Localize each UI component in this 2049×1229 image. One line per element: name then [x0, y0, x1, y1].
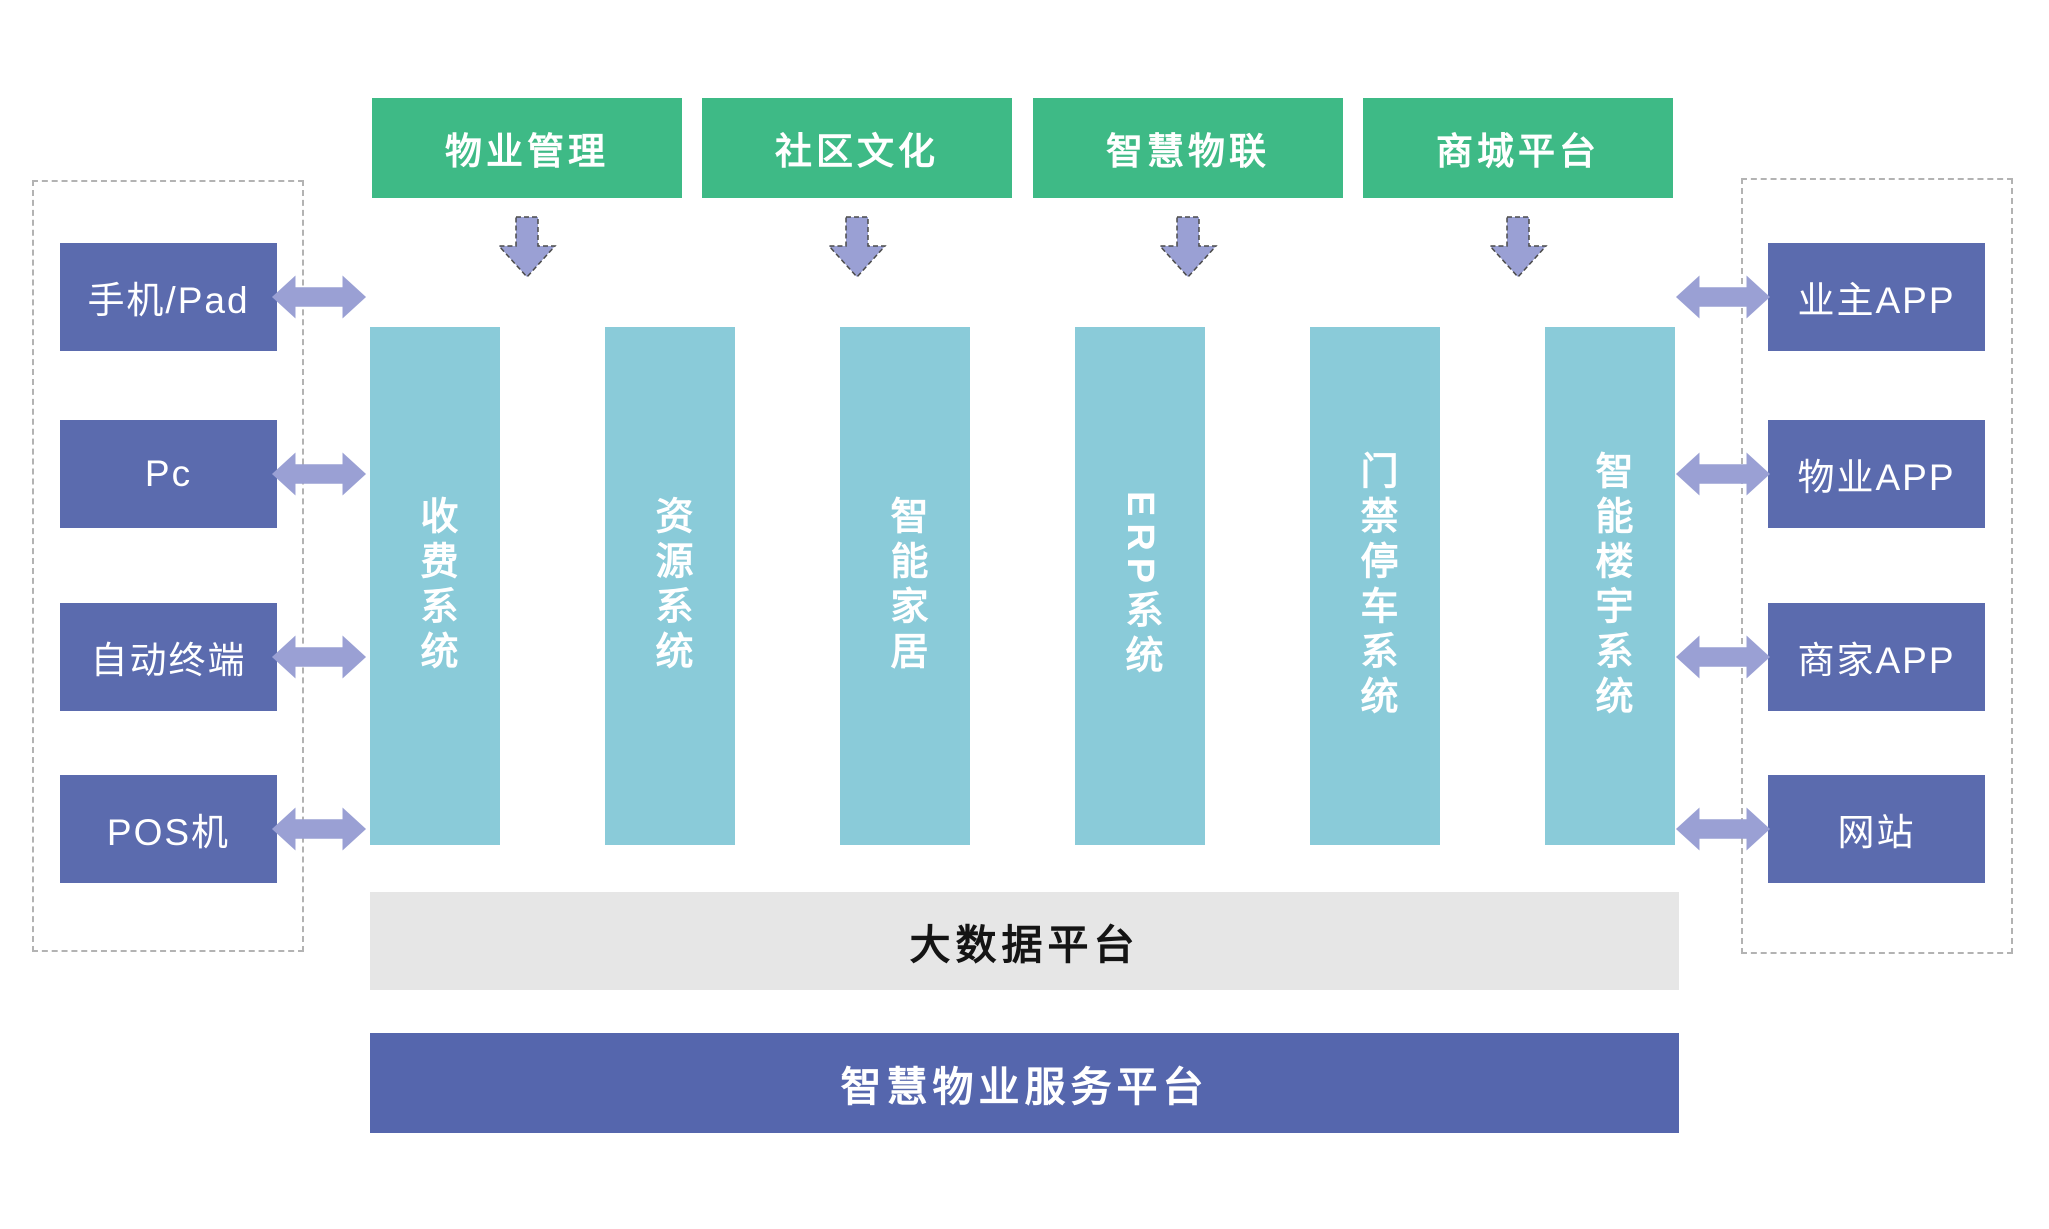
left-right-arrow-icon [1675, 635, 1771, 679]
device-label: 手机/Pad [87, 280, 250, 321]
module-label: 智慧物联 [1106, 131, 1270, 172]
app-label: 商家APP [1797, 640, 1956, 681]
app-box-owner-app: 业主APP [1768, 243, 1985, 351]
device-label: POS机 [106, 812, 231, 853]
device-label: 自动终端 [90, 640, 247, 681]
device-box-mobile-pad: 手机/Pad [60, 243, 277, 351]
system-label: 收费系统 [414, 496, 456, 676]
module-label: 物业管理 [445, 131, 609, 172]
module-label: 商城平台 [1436, 131, 1600, 172]
left-right-arrow-icon [271, 635, 367, 679]
down-arrow-icon [827, 216, 887, 278]
down-arrow-icon [1488, 216, 1548, 278]
app-label: 网站 [1837, 812, 1916, 853]
left-right-arrow-icon [271, 275, 367, 319]
module-property-management: 物业管理 [372, 98, 682, 198]
system-column-erp: ERP系统 [1075, 327, 1205, 845]
module-label: 社区文化 [775, 131, 939, 172]
app-label: 物业APP [1797, 457, 1956, 498]
system-label: ERP系统 [1119, 491, 1161, 681]
left-right-arrow-icon [271, 807, 367, 851]
down-arrow-icon [1158, 216, 1218, 278]
system-label: 门禁停车系统 [1354, 451, 1396, 721]
system-label: 智能家居 [884, 496, 926, 676]
system-column-smart-building: 智能楼宇系统 [1545, 327, 1675, 845]
smart-service-platform-bar: 智慧物业服务平台 [370, 1033, 1679, 1133]
left-right-arrow-icon [1675, 807, 1771, 851]
system-column-smart-home: 智能家居 [840, 327, 970, 845]
system-label: 智能楼宇系统 [1589, 451, 1631, 721]
big-data-platform-label: 大数据平台 [909, 922, 1140, 968]
big-data-platform-bar: 大数据平台 [370, 892, 1679, 990]
app-label: 业主APP [1797, 280, 1956, 321]
module-smart-iot: 智慧物联 [1033, 98, 1343, 198]
system-column-charging: 收费系统 [370, 327, 500, 845]
device-box-auto-terminal: 自动终端 [60, 603, 277, 711]
app-group-container [1741, 178, 2013, 954]
device-box-pc: Pc [60, 420, 277, 528]
device-label: Pc [144, 453, 193, 494]
left-right-arrow-icon [1675, 275, 1771, 319]
app-box-website: 网站 [1768, 775, 1985, 883]
device-box-pos: POS机 [60, 775, 277, 883]
system-label: 资源系统 [649, 496, 691, 676]
left-right-arrow-icon [1675, 452, 1771, 496]
app-box-merchant-app: 商家APP [1768, 603, 1985, 711]
module-community-culture: 社区文化 [702, 98, 1012, 198]
system-column-resources: 资源系统 [605, 327, 735, 845]
smart-service-platform-label: 智慧物业服务平台 [840, 1064, 1209, 1110]
module-mall-platform: 商城平台 [1363, 98, 1673, 198]
app-box-property-app: 物业APP [1768, 420, 1985, 528]
down-arrow-icon [497, 216, 557, 278]
device-group-container [32, 180, 304, 952]
left-right-arrow-icon [271, 452, 367, 496]
system-column-access-parking: 门禁停车系统 [1310, 327, 1440, 845]
